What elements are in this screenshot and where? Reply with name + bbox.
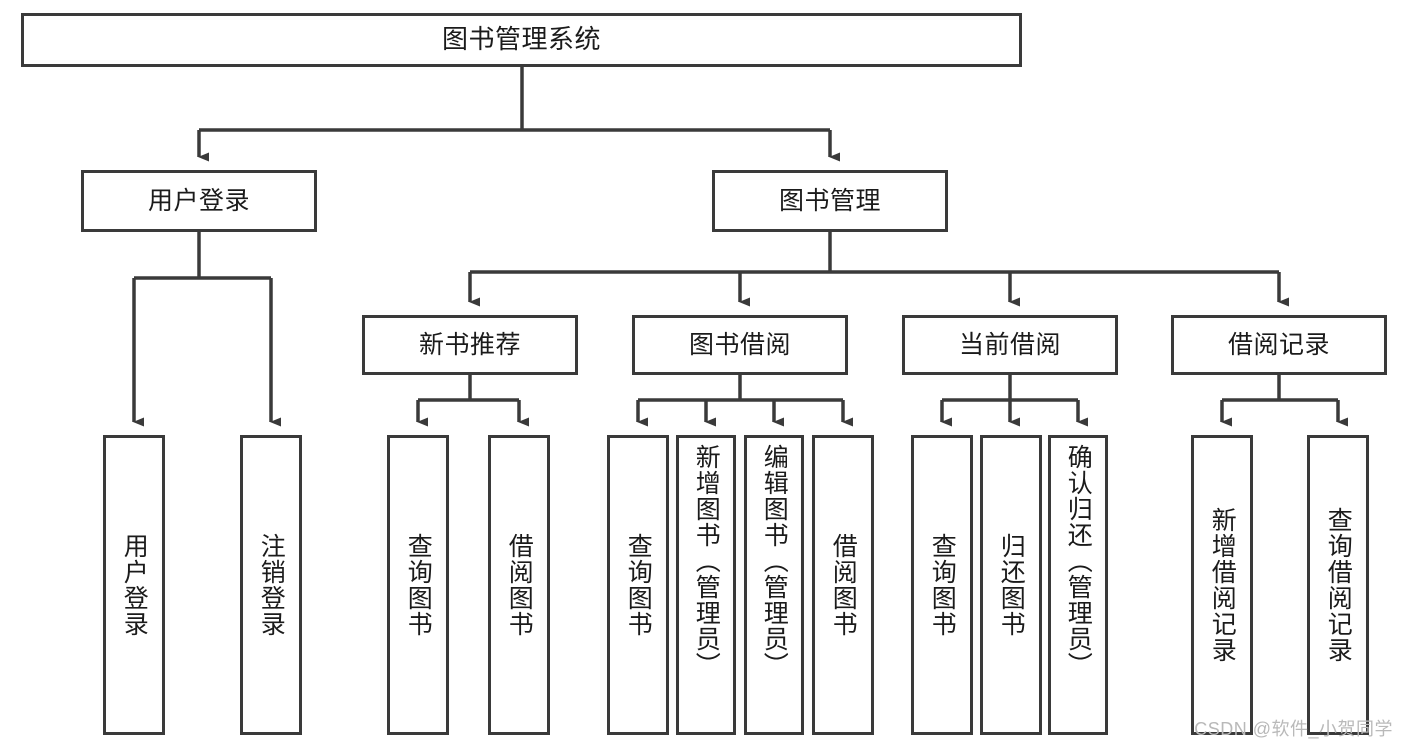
node-label: 当前借阅 bbox=[958, 330, 1061, 359]
node-label: 查询图书 bbox=[928, 533, 957, 637]
node-label: 注销登录 bbox=[257, 533, 286, 637]
node-root-book-management-system[interactable]: 图书管理系统 bbox=[21, 13, 1022, 67]
leaf-borrow-record-query-record[interactable]: 查询借阅记录 bbox=[1307, 435, 1369, 735]
node-label: 归还图书 bbox=[997, 533, 1026, 637]
node-borrow-record[interactable]: 借阅记录 bbox=[1171, 315, 1387, 375]
node-label: 用户登录 bbox=[147, 186, 250, 215]
node-book-borrow[interactable]: 图书借阅 bbox=[632, 315, 848, 375]
node-book-management[interactable]: 图书管理 bbox=[712, 170, 948, 232]
leaf-current-borrow-query-book[interactable]: 查询图书 bbox=[911, 435, 973, 735]
leaf-book-borrow-borrow-book[interactable]: 借阅图书 bbox=[812, 435, 874, 735]
leaf-book-borrow-add-book-admin[interactable]: 新增图书（管理员） bbox=[676, 435, 736, 735]
node-label: 新书推荐 bbox=[418, 330, 521, 359]
node-label: 借阅图书 bbox=[829, 533, 858, 637]
leaf-borrow-record-add-record[interactable]: 新增借阅记录 bbox=[1191, 435, 1253, 735]
node-current-borrow[interactable]: 当前借阅 bbox=[902, 315, 1118, 375]
node-label: 新增借阅记录 bbox=[1208, 507, 1237, 663]
leaf-new-book-query-book[interactable]: 查询图书 bbox=[387, 435, 449, 735]
node-label: 查询图书 bbox=[624, 533, 653, 637]
node-label: 查询借阅记录 bbox=[1324, 507, 1353, 663]
node-label: 借阅记录 bbox=[1227, 330, 1330, 359]
node-label: 借阅图书 bbox=[505, 533, 534, 637]
leaf-user-login-login[interactable]: 用户登录 bbox=[103, 435, 165, 735]
node-new-book-recommend[interactable]: 新书推荐 bbox=[362, 315, 578, 375]
leaf-book-borrow-edit-book-admin[interactable]: 编辑图书（管理员） bbox=[744, 435, 804, 735]
node-label: 查询图书 bbox=[404, 533, 433, 637]
node-label: 图书管理 bbox=[778, 186, 881, 215]
leaf-user-login-logout[interactable]: 注销登录 bbox=[240, 435, 302, 735]
leaf-current-borrow-return-book[interactable]: 归还图书 bbox=[980, 435, 1042, 735]
node-label: 编辑图书（管理员） bbox=[760, 444, 789, 678]
leaf-new-book-borrow-book[interactable]: 借阅图书 bbox=[488, 435, 550, 735]
node-label: 用户登录 bbox=[120, 533, 149, 637]
node-label: 确认归还（管理员） bbox=[1064, 444, 1093, 678]
node-user-login[interactable]: 用户登录 bbox=[81, 170, 317, 232]
leaf-current-borrow-confirm-return-admin[interactable]: 确认归还（管理员） bbox=[1048, 435, 1108, 735]
leaf-book-borrow-query-book[interactable]: 查询图书 bbox=[607, 435, 669, 735]
node-label: 新增图书（管理员） bbox=[692, 444, 721, 678]
node-label: 图书管理系统 bbox=[441, 24, 601, 55]
node-label: 图书借阅 bbox=[688, 330, 791, 359]
